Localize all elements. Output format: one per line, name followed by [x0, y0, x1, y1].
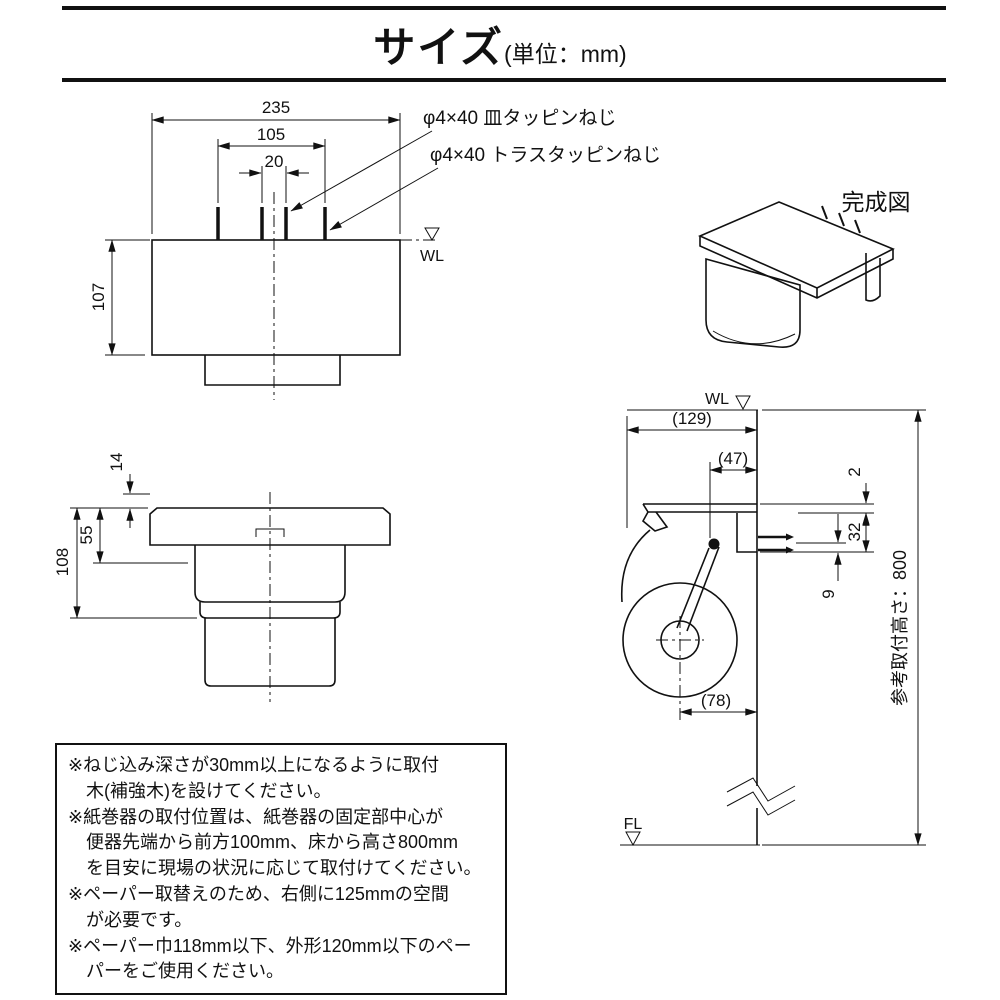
- finished-bracket: [865, 253, 881, 302]
- pivot-dot: [708, 538, 720, 550]
- dim-9-label: 9: [819, 589, 838, 598]
- dim-235-label: 235: [262, 98, 290, 117]
- flat-screw-leader: [290, 130, 433, 212]
- shelf-outline: [149, 507, 391, 546]
- finished-screw-tick-1: [821, 205, 828, 220]
- note-line: ※ねじ込み深さが30mm以上になるように取付: [68, 755, 440, 775]
- front-view: 14 55 108: [53, 453, 391, 702]
- shelf-lip: [641, 511, 669, 532]
- wall-bracket: [736, 513, 757, 553]
- finished-roll-edge: [712, 330, 796, 345]
- note-line: パーをご使用ください。: [68, 961, 284, 982]
- title-rule-bottom: [62, 78, 946, 82]
- dim-108-label: 108: [53, 548, 72, 576]
- title-text: サイズ: [373, 24, 505, 71]
- fl-triangle: [625, 831, 641, 847]
- wl-label-top: WL: [420, 248, 444, 265]
- note-line: ※紙巻器の取付位置は、紙巻器の固定部中心が: [68, 806, 444, 827]
- wl-triangle-side: [735, 395, 751, 411]
- finished-cover: [705, 257, 801, 348]
- dim-105-label: 105: [257, 125, 285, 144]
- note-line: ※ペーパー巾118mm以下、外形120mm以下のペー: [68, 935, 472, 956]
- flat-screw-callout: φ4×40 皿タッピンねじ: [423, 107, 616, 129]
- holder-body-outline: [151, 239, 401, 356]
- page-title: サイズ(単位：mm): [0, 14, 1000, 75]
- wl-triangle-marker: [424, 227, 440, 241]
- lid-tab: [255, 528, 285, 537]
- shelf-profile: [642, 503, 757, 513]
- dim-14-label: 14: [107, 453, 126, 472]
- installation-notes-box: ※ねじ込み深さが30mm以上になるように取付 木(補強木)を設けてください。 ※…: [55, 743, 507, 996]
- dim-78-label: (78): [701, 691, 731, 710]
- dim-800-label: 参考取付高さ：800: [890, 550, 910, 706]
- side-view: WL (129) (47): [620, 391, 926, 847]
- break-symbol: [726, 777, 796, 802]
- title-unit-text: (単位：mm): [504, 41, 627, 67]
- dim-2-label: 2: [845, 467, 864, 476]
- truss-screw-callout: φ4×40 トラスタッピンねじ: [430, 144, 661, 166]
- finished-screw-tick-2: [838, 212, 845, 227]
- dim-47-label: (47): [718, 449, 748, 468]
- finished-view-label: 完成図: [842, 189, 911, 215]
- holder-step-outline: [204, 355, 341, 386]
- note-line: が必要です。: [68, 909, 193, 930]
- dim-32-label: 32: [845, 523, 864, 542]
- plan-view: WL 235 105 20 107 φ4×40 皿タッピンねじ φ4×40 トラ…: [89, 98, 661, 400]
- paper-roll-front: [204, 618, 336, 687]
- finished-view: 完成図: [698, 189, 911, 348]
- dim-129-label: (129): [672, 409, 712, 428]
- dim-20-label: 20: [265, 152, 284, 171]
- dim-107-label: 107: [89, 283, 108, 311]
- roll-arm: [676, 547, 710, 629]
- cover-flap-curve: [620, 529, 651, 603]
- note-line: ※ペーパー取替えのため、右側に125mmの空間: [68, 883, 449, 904]
- fl-label: FL: [624, 816, 643, 833]
- finished-screw-tick-3: [854, 219, 861, 234]
- title-rule-top: [62, 6, 946, 10]
- note-line: を目安に現場の状況に応じて取付けてください。: [68, 858, 482, 879]
- note-line: 木(補強木)を設けてください。: [68, 780, 332, 801]
- note-line: 便器先端から前方100mm、床から高さ800mm: [68, 832, 459, 853]
- dim-55-label: 55: [77, 526, 96, 545]
- wl-label-side: WL: [705, 391, 729, 408]
- truss-screw-leader: [329, 167, 439, 231]
